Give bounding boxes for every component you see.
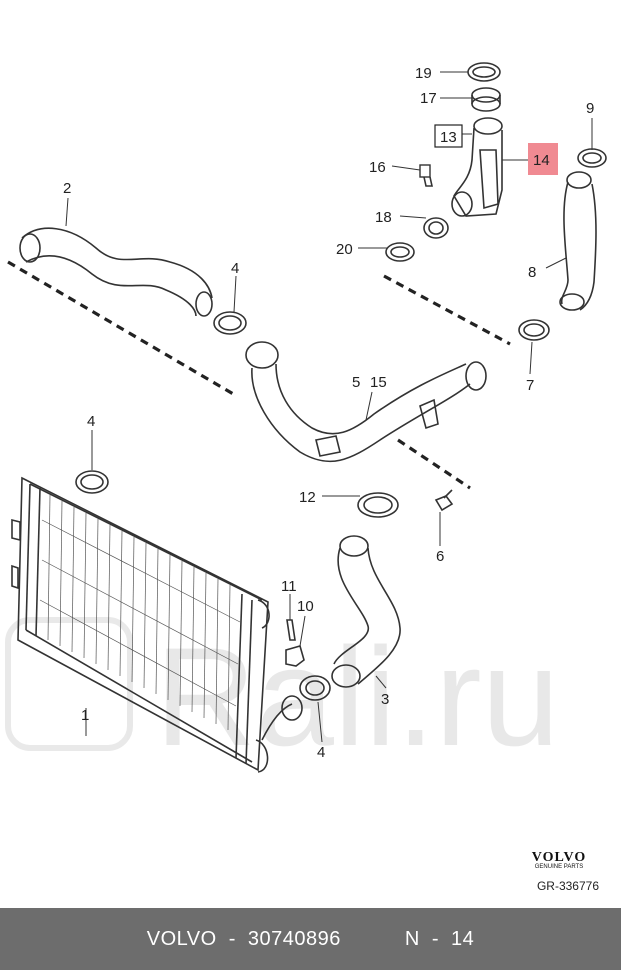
outlet-pipe [261,695,303,741]
callout-20: 20 [336,241,353,258]
box-13 [434,124,463,148]
watermark-text: Rali.ru [155,618,560,775]
footer-part-number: 30740896 [247,927,341,950]
guide-lines [7,260,511,490]
footer-position-prefix: N [404,927,420,950]
callout-8: 8 [528,264,536,281]
footer-bar: VOLVO - 30740896 N - 14 [0,908,621,970]
hose-2 [19,227,213,317]
footer-separator: - [228,927,236,950]
seal-18 [423,217,449,239]
callout-14: 14 [533,152,550,169]
brand-tagline: GENUINE PARTS [534,864,584,870]
pipe-5-15 [245,341,487,463]
bolt-16 [419,164,433,187]
callout-2: 2 [63,180,71,197]
callout-1: 1 [81,707,89,724]
clamp-20 [385,242,415,262]
housing-14 [451,117,503,217]
hose-8 [559,171,597,311]
callout-16: 16 [369,159,386,176]
footer-brand: VOLVO [146,927,217,950]
callout-9: 9 [586,100,594,117]
clamp-7 [518,319,550,341]
callout-17: 17 [420,90,437,107]
callout-7: 7 [526,377,534,394]
clamp-19 [467,62,501,82]
brand-logo: VOLVO GENUINE PARTS [519,850,599,870]
footer-position: 14 [450,927,475,950]
clamp-4-upper [213,311,247,335]
watermark: Rali.ru [5,617,560,775]
reference-code: GR-336776 [536,879,599,893]
callout-12: 12 [299,489,316,506]
callout-6: 6 [436,548,444,565]
callout-10: 10 [297,598,314,615]
clamp-12 [357,492,399,518]
callout-13: 13 [440,129,457,146]
callout-18: 18 [375,209,392,226]
callout-19: 19 [415,65,432,82]
bracket-10 [285,645,305,667]
callout-11: 11 [281,578,297,595]
highlight-box-14 [528,143,558,175]
callout-4-left: 4 [87,413,95,430]
hose-3 [331,535,401,688]
callout-3: 3 [381,691,389,708]
footer-position-separator: - [431,927,439,950]
clamp-9 [577,148,607,168]
brand-name: VOLVO [531,850,587,865]
clamp-4-lower [299,675,331,701]
seal-17 [471,87,501,112]
clamp-4-left [75,470,109,494]
leader-lines [65,71,593,743]
bolt-6 [434,489,454,512]
callout-4-lower: 4 [317,744,325,761]
parts-diagram: Rali.ru [5,62,607,775]
callout-5: 5 [352,374,360,391]
callout-4-upper: 4 [231,260,239,277]
intercooler [11,476,270,773]
callout-15: 15 [370,374,387,391]
